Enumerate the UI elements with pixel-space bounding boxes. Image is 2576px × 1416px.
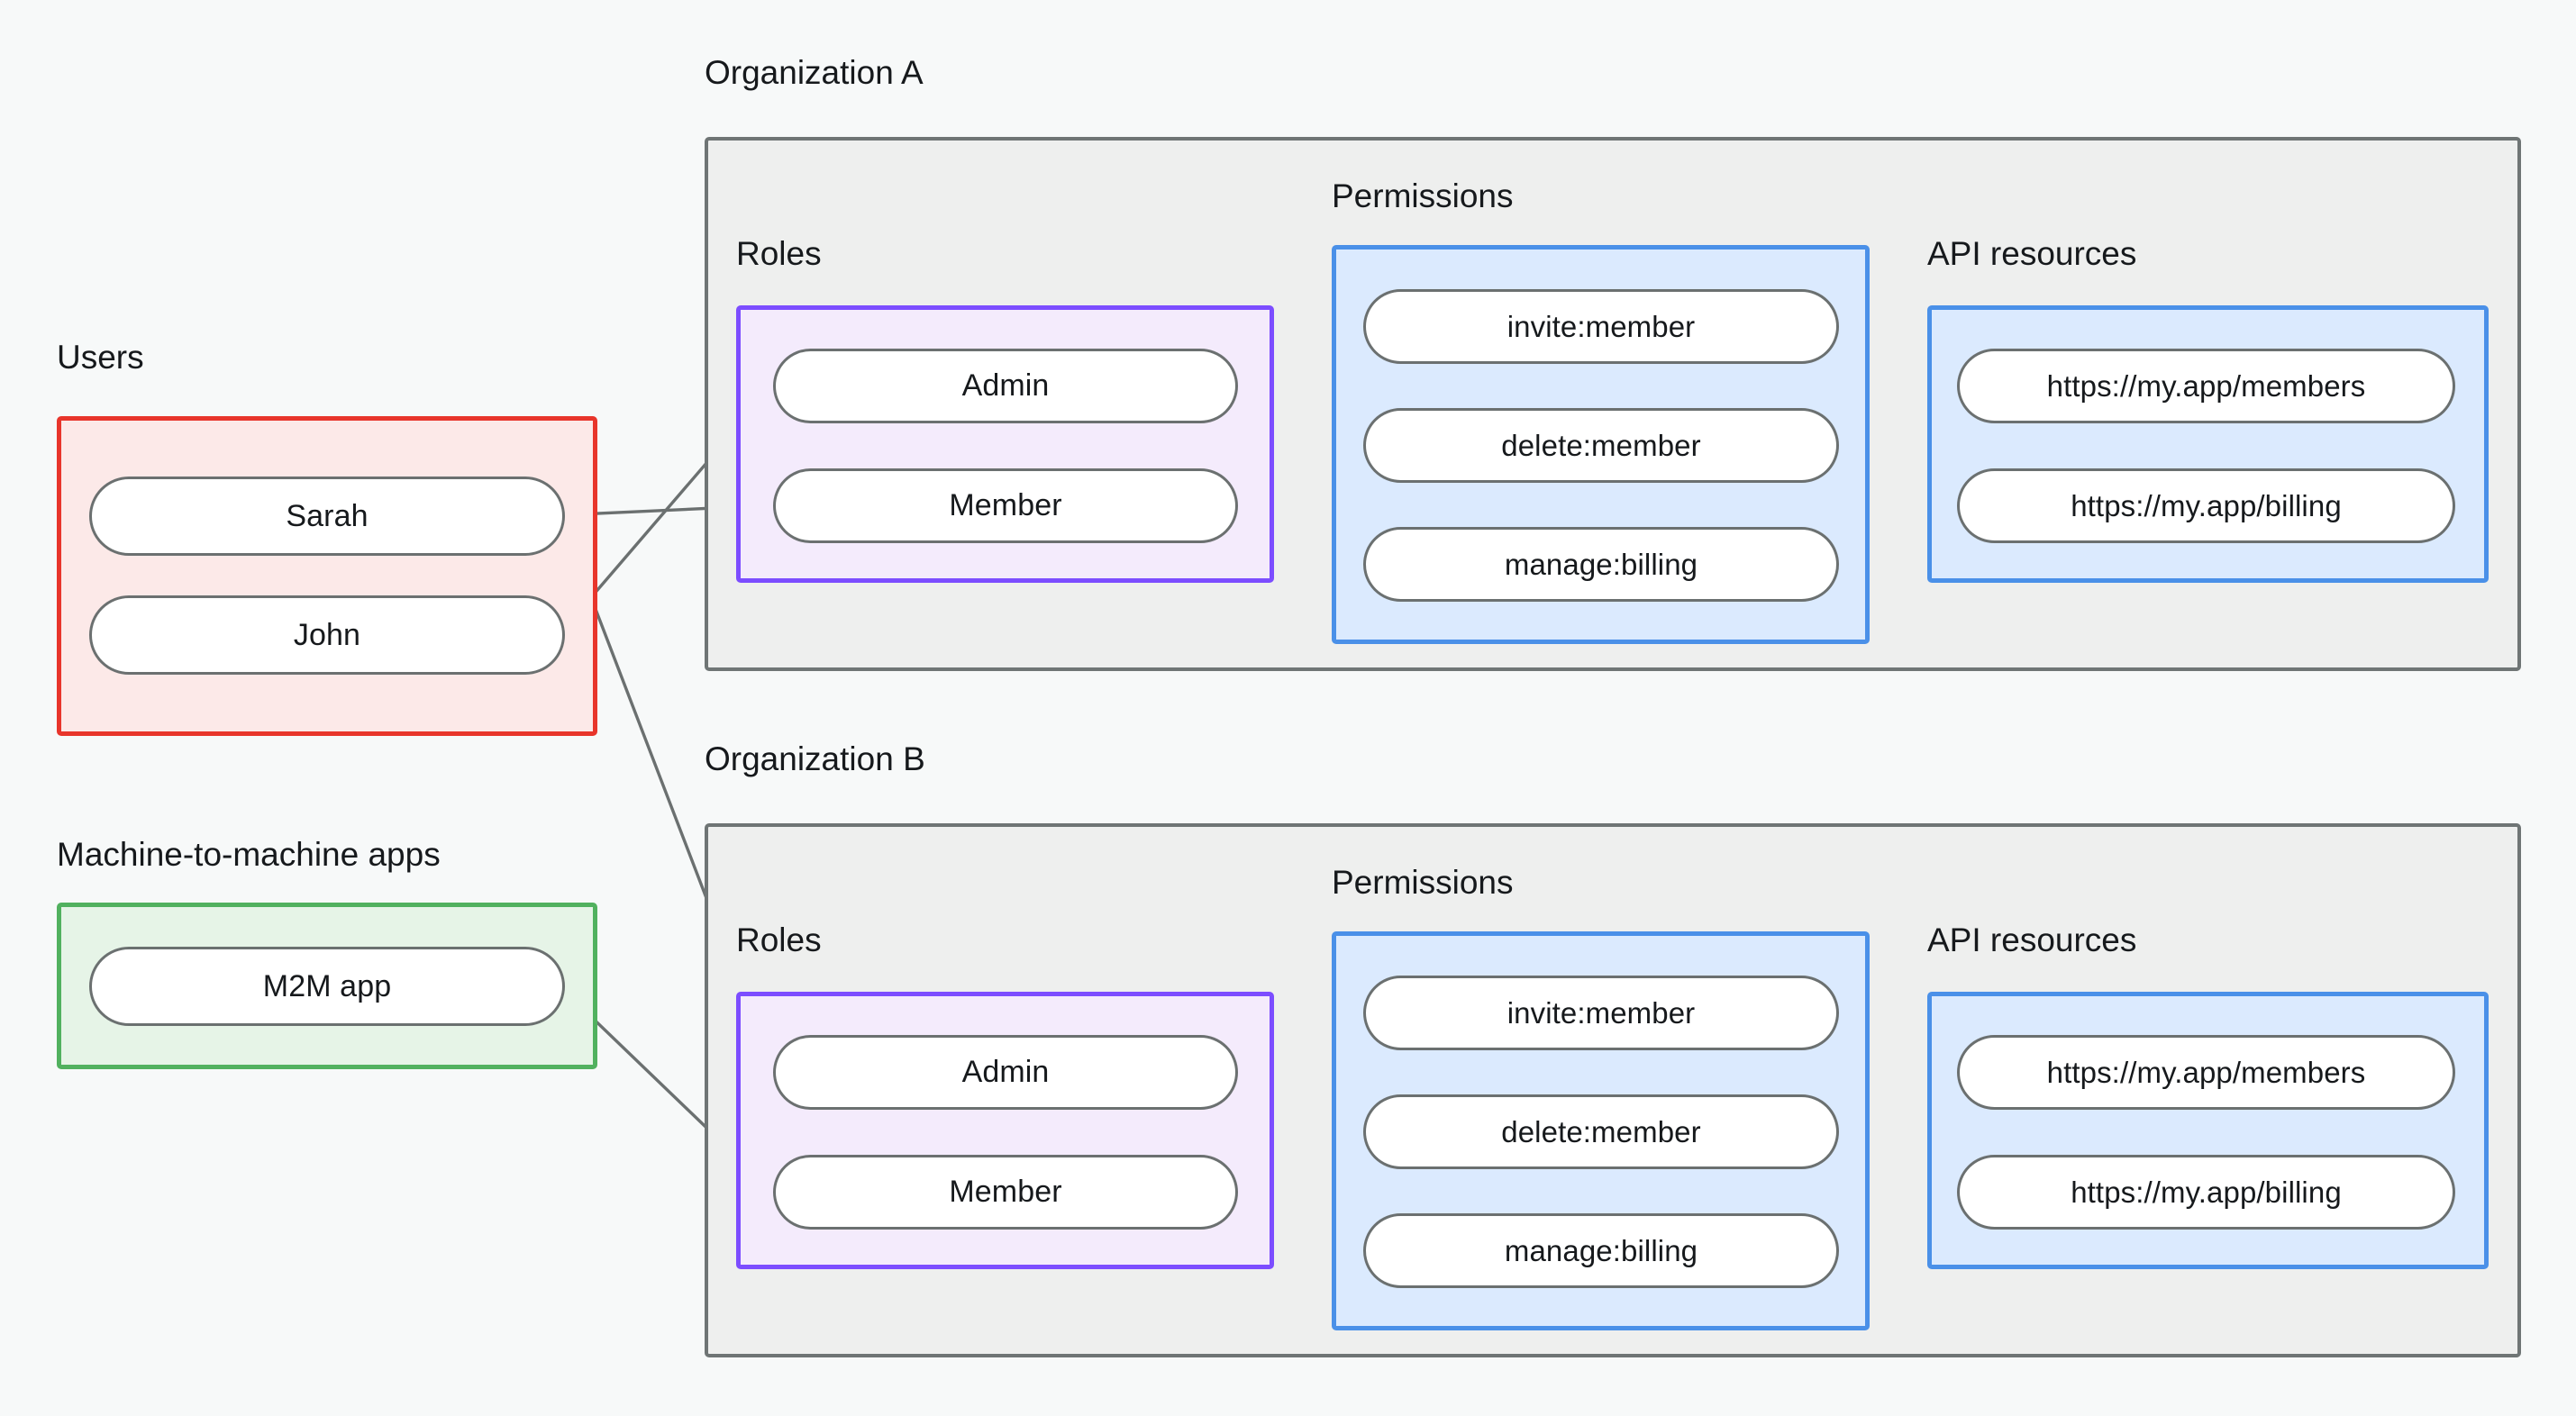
orgB-permission-node-delete-member[interactable]: delete:member	[1363, 1094, 1839, 1169]
orgB-roles-label: Roles	[736, 921, 822, 958]
orgB-api-node-billing[interactable]: https://my.app/billing	[1957, 1155, 2455, 1230]
organization-b-label: Organization B	[705, 740, 925, 777]
orgA-permission-node-delete-member[interactable]: delete:member	[1363, 408, 1839, 483]
orgA-permission-node-manage-billing[interactable]: manage:billing	[1363, 527, 1839, 602]
organization-a-label: Organization A	[705, 54, 924, 91]
user-node-john[interactable]: John	[89, 595, 565, 675]
user-node-sarah[interactable]: Sarah	[89, 477, 565, 556]
orgB-role-node-member[interactable]: Member	[773, 1155, 1238, 1230]
orgA-api-node-billing[interactable]: https://my.app/billing	[1957, 468, 2455, 543]
orgB-api-node-members[interactable]: https://my.app/members	[1957, 1035, 2455, 1110]
orgB-permission-node-manage-billing[interactable]: manage:billing	[1363, 1213, 1839, 1288]
m2m-app-node[interactable]: M2M app	[89, 947, 565, 1026]
orgB-role-node-admin[interactable]: Admin	[773, 1035, 1238, 1110]
orgA-permissions-label: Permissions	[1332, 177, 1514, 214]
orgA-api-node-members[interactable]: https://my.app/members	[1957, 349, 2455, 423]
users-group-label: Users	[57, 339, 144, 376]
orgA-roles-label: Roles	[736, 235, 822, 272]
orgA-api-resources-label: API resources	[1927, 235, 2137, 272]
orgB-permissions-label: Permissions	[1332, 864, 1514, 901]
orgB-permission-node-invite-member[interactable]: invite:member	[1363, 976, 1839, 1050]
machine-apps-group-label: Machine-to-machine apps	[57, 836, 441, 873]
users-group-box	[57, 416, 597, 736]
orgA-permission-node-invite-member[interactable]: invite:member	[1363, 289, 1839, 364]
orgA-role-node-member[interactable]: Member	[773, 468, 1238, 543]
orgB-api-resources-label: API resources	[1927, 921, 2137, 958]
orgA-role-node-admin[interactable]: Admin	[773, 349, 1238, 423]
